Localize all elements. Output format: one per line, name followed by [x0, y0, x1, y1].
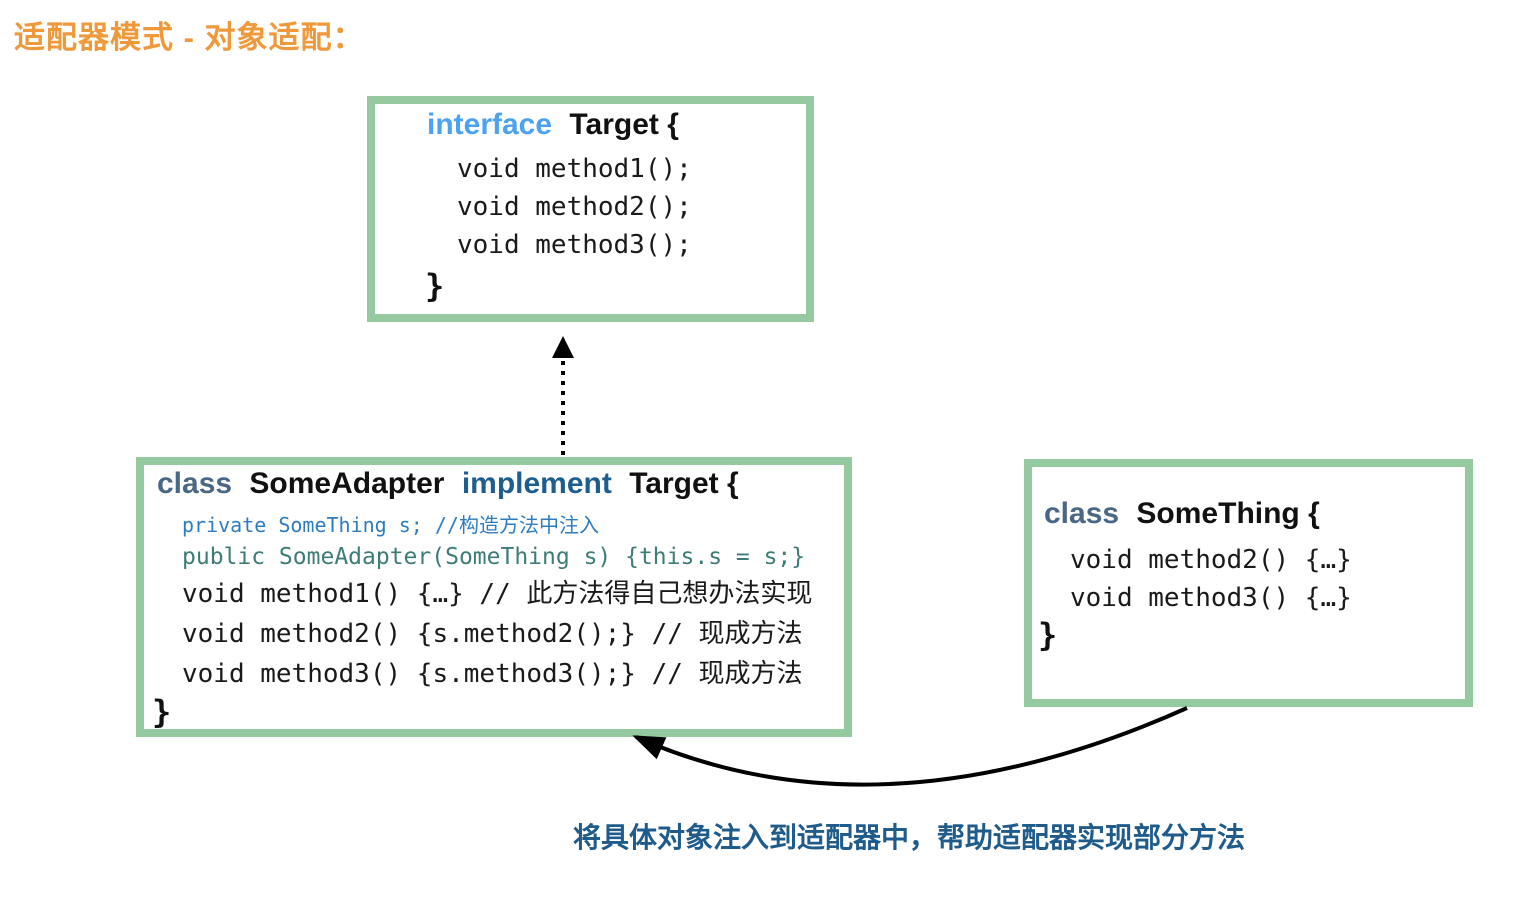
code-line-constructor: public SomeAdapter(SomeThing s) {this.s …	[182, 544, 806, 570]
adapter-class-name: SomeAdapter	[249, 467, 445, 500]
interface-keyword: interface	[427, 108, 553, 141]
adapter-box-header: class SomeAdapter implement Target {	[157, 467, 844, 501]
adapter-code-list: private SomeThing s; //构造方法中注入 public So…	[182, 510, 844, 694]
code-line-method3: void method3() {s.method3();} // 现成方法	[182, 659, 803, 689]
code-line-method2: void method2() {…}	[1070, 545, 1352, 575]
code-line-method2: void method2() {s.method2();} // 现成方法	[182, 619, 803, 649]
code-line-method1: void method1();	[457, 154, 692, 184]
page-title: 适配器模式 - 对象适配：	[14, 20, 365, 55]
code-line-method3: void method3();	[457, 230, 692, 260]
closing-brace: }	[1038, 616, 1058, 654]
code-line-method2: void method2();	[457, 192, 692, 222]
target-box-header: interface Target {	[427, 108, 806, 142]
closing-brace: }	[425, 267, 445, 305]
target-interface-name: Target {	[569, 108, 679, 141]
target-method-list: void method1(); void method2(); void met…	[457, 150, 806, 264]
implement-keyword: implement	[461, 467, 612, 500]
something-method-list: void method2() {…} void method3() {…}	[1070, 541, 1465, 617]
something-class-name: SomeThing {	[1136, 497, 1320, 530]
inheritance-arrow	[552, 336, 574, 455]
closing-brace: }	[152, 693, 172, 731]
something-box-header: class SomeThing {	[1044, 497, 1465, 531]
class-keyword: class	[157, 467, 233, 500]
code-line-method1: void method1() {…} // 此方法得自己想办法实现	[182, 579, 813, 609]
some-thing-class-box: class SomeThing { void method2() {…} voi…	[1024, 459, 1473, 707]
code-line-method3: void method3() {…}	[1070, 583, 1352, 613]
some-adapter-class-box: class SomeAdapter implement Target { pri…	[136, 457, 852, 737]
injection-caption: 将具体对象注入到适配器中，帮助适配器实现部分方法	[572, 822, 1245, 853]
target-interface-box: interface Target { void method1(); void …	[367, 96, 814, 322]
class-keyword: class	[1044, 497, 1120, 530]
implemented-interface-name: Target {	[629, 467, 739, 500]
code-line-private-field: private SomeThing s; //构造方法中注入	[182, 513, 599, 537]
